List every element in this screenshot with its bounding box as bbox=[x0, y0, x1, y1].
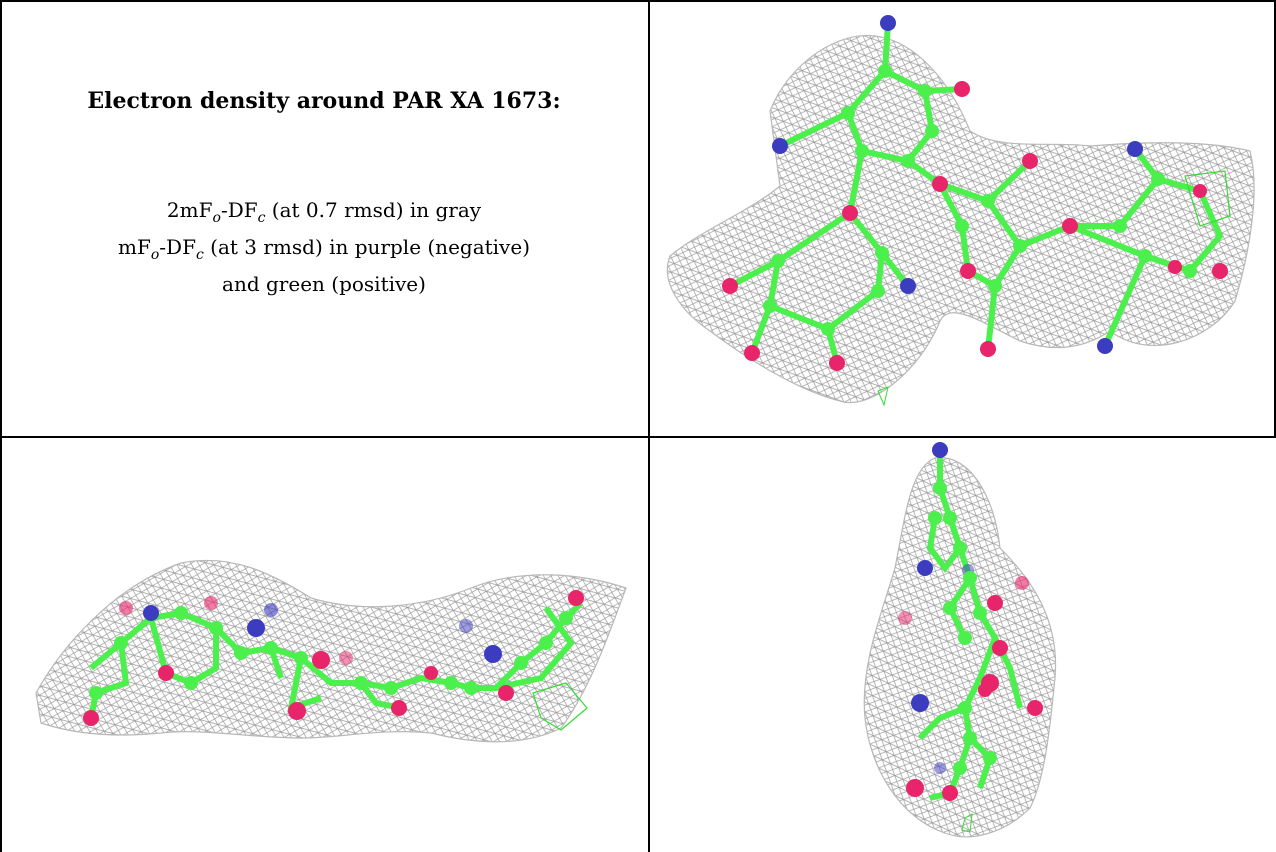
density-mesh bbox=[863, 457, 1057, 838]
legend-line-1: 2mFo-DFc (at 0.7 rmsd) in gray bbox=[166, 198, 482, 226]
view-bottom-left bbox=[1, 438, 647, 852]
figure-title: Electron density around PAR XA 1673: bbox=[87, 88, 561, 114]
positive-density-blob bbox=[532, 682, 588, 731]
carbon-atoms bbox=[89, 606, 573, 700]
figure-legend: 2mFo-DFc (at 0.7 rmsd) in gray mFo-DFc (… bbox=[0, 196, 648, 299]
molecule-image-bottom-left bbox=[35, 559, 627, 743]
top-border bbox=[0, 0, 1276, 2]
positive-density-small bbox=[877, 386, 889, 407]
legend-line-3: and green (positive) bbox=[222, 272, 426, 296]
left-border bbox=[0, 0, 2, 852]
positive-density-small bbox=[961, 813, 973, 833]
carbon-atoms bbox=[763, 64, 1197, 336]
legend-line-2: mFo-DFc (at 3 rmsd) in purple (negative) bbox=[118, 235, 530, 263]
oxygen-atoms bbox=[83, 590, 584, 726]
molecule-image-bottom-right bbox=[863, 442, 1057, 838]
density-mesh bbox=[35, 559, 627, 743]
molecule-image-top-right bbox=[666, 15, 1255, 407]
nitrogen-atoms bbox=[143, 603, 502, 663]
oxygen-atoms bbox=[898, 576, 1043, 801]
caption-cell: Electron density around PAR XA 1673: 2mF… bbox=[0, 0, 648, 436]
middle-border bbox=[0, 436, 1276, 438]
oxygen-atoms bbox=[722, 81, 1228, 371]
view-bottom-right bbox=[650, 438, 1274, 852]
positive-density-blob bbox=[1184, 170, 1231, 227]
nitrogen-atoms bbox=[911, 442, 974, 774]
right-border bbox=[1274, 0, 1276, 436]
carbon-atoms bbox=[928, 481, 997, 775]
view-top-right bbox=[650, 1, 1274, 435]
center-border bbox=[648, 0, 650, 852]
nitrogen-atoms bbox=[772, 15, 1143, 354]
